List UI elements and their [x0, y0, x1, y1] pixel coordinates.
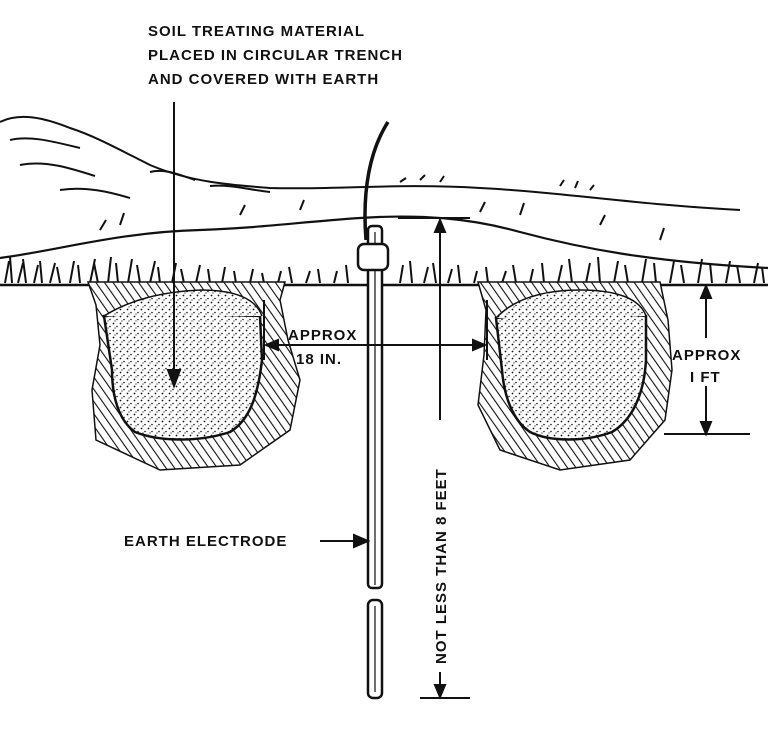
not-less-than-8-feet-label: NOT LESS THAN 8 FEET	[433, 468, 450, 664]
earth-electrode	[356, 121, 390, 700]
grass-tufts	[4, 199, 765, 284]
dimension-8-feet	[398, 217, 470, 700]
soil-treating-line-3: AND COVERED WITH EARTH	[148, 71, 379, 88]
wire-clamp	[356, 242, 390, 272]
soil-treating-line-2: PLACED IN CIRCULAR TRENCH	[148, 47, 403, 64]
soil-treating-label: SOIL TREATING MATERIAL PLACED IN CIRCULA…	[148, 23, 403, 88]
approx-18-label-line-2: 18 IN.	[296, 351, 342, 368]
dimension-18-in	[263, 300, 488, 360]
soil-treating-leader	[166, 102, 182, 389]
left-trench	[86, 281, 301, 471]
approx-1ft-label-line-2: I FT	[690, 369, 721, 386]
dimension-1-ft	[664, 283, 750, 437]
soil-treating-line-1: SOIL TREATING MATERIAL	[148, 23, 365, 40]
approx-1ft-label-line-1: APPROX	[672, 347, 741, 364]
background-hills	[0, 115, 741, 211]
earth-electrode-leader	[320, 533, 371, 549]
left-trench-fill	[102, 312, 264, 441]
right-trench-fill	[494, 311, 648, 441]
ground-wire	[363, 121, 390, 241]
earth-electrode-label: EARTH ELECTRODE	[124, 533, 287, 550]
right-trench	[477, 281, 673, 471]
approx-18-label-line-1: APPROX	[288, 327, 357, 344]
